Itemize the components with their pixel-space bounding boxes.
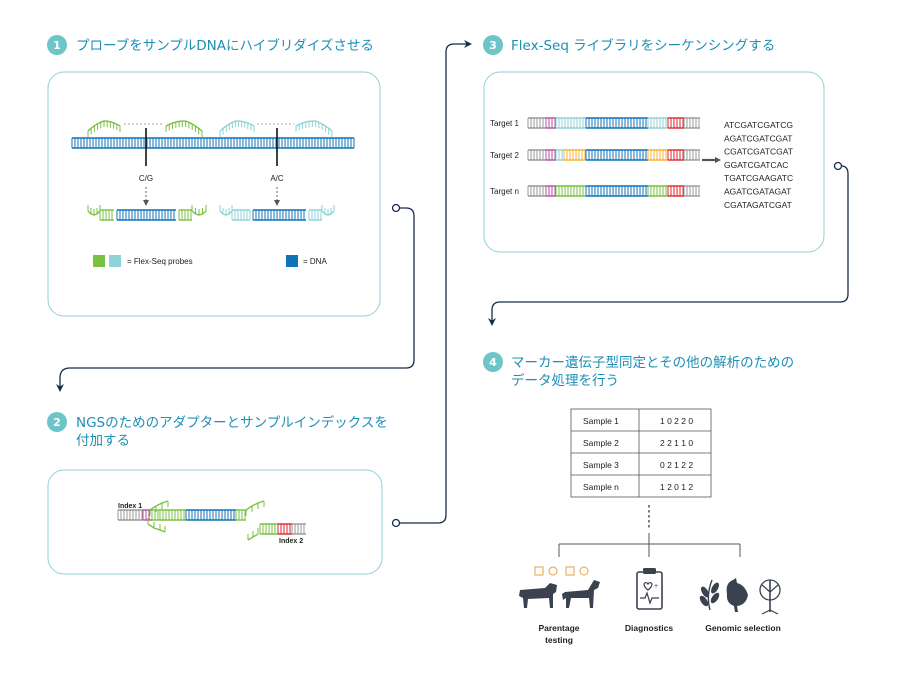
cow-horse-icon: [519, 566, 600, 608]
snp-label-right: A/C: [270, 174, 284, 183]
adapter-arm-left-top: [149, 500, 169, 516]
panel-2-box: [47, 469, 383, 575]
step-2-header: 2 NGSのためのアダプターとサンプルインデックスを 付加する: [47, 412, 388, 449]
connector-2-to-3: [391, 40, 472, 528]
target-1-read: [527, 117, 700, 129]
table-row-2-values: 2 2 1 1 0: [660, 438, 693, 448]
table-row-3-sample: Sample 3: [583, 460, 619, 470]
hybrid-left-arm-b: [191, 205, 207, 216]
target-3-label: Target n: [490, 187, 519, 196]
adapter-arm-bottom: [247, 528, 259, 541]
panel-1-content: C/G A/C = Flex-Seq probes = DNA: [71, 120, 355, 267]
legend-swatch-teal: [109, 255, 121, 267]
legend-swatch-dna: [286, 255, 298, 267]
sequence-read-7: CGATAGATCGAT: [724, 200, 792, 210]
index-1-label: Index 1: [118, 503, 142, 510]
adapter-arm-left-backbone: [147, 523, 166, 533]
app-diagnostics-label: Diagnostics: [625, 623, 673, 633]
table-row-2-sample: Sample 2: [583, 438, 619, 448]
adapter-arm-right-top: [245, 500, 265, 516]
step-1-number: 1: [53, 39, 61, 52]
svg-text:+: +: [654, 583, 658, 590]
legend-dna-label: = DNA: [303, 257, 327, 266]
probe-left-b: [165, 120, 203, 137]
step-3-header: 3 Flex-Seq ライブラリをシーケンシングする: [483, 35, 775, 55]
probe-right-a-backbone: [219, 120, 255, 132]
step-1-title: プローブをサンプルDNAにハイブリダイズさせる: [76, 37, 374, 54]
probe-right-b-backbone: [295, 120, 333, 132]
hybrid-left-arm-a: [87, 205, 101, 216]
library-fragment-top: [117, 509, 246, 521]
table-row-1-sample: Sample 1: [583, 416, 619, 426]
step-1-header: 1 プローブをサンプルDNAにハイブリダイズさせる: [47, 35, 374, 55]
step-2-title-line2: 付加する: [76, 433, 130, 449]
sequence-read-3: CGATCGATCGAT: [724, 147, 793, 157]
index-2-label: Index 2: [279, 538, 303, 545]
sequence-read-1: ATCGATCGATCG: [724, 120, 793, 130]
panel-2-content: Index 1 Index 2: [117, 500, 306, 545]
table-row-1-values: 1 0 2 2 0: [660, 416, 693, 426]
panel-3-box: [483, 71, 825, 253]
step-2-title-line1: NGSのためのアダプターとサンプルインデックスを: [76, 414, 388, 431]
table-row-4-values: 1 2 0 1 2: [660, 482, 693, 492]
probe-left-a: [87, 120, 121, 137]
connector-3-to-4: [488, 161, 849, 326]
applications-tree: [558, 505, 741, 557]
target-2-read: [527, 149, 700, 161]
library-fragment-bottom: [259, 523, 306, 535]
sequence-read-5: TGATCGAAGATC: [724, 173, 793, 183]
clipboard-icon: +: [636, 568, 663, 610]
app-genomic-selection-label: Genomic selection: [705, 623, 781, 633]
target-1-label: Target 1: [490, 119, 519, 128]
app-parentage-label-line2: testing: [545, 635, 573, 645]
app-parentage-label-line1: Parentage: [538, 623, 579, 633]
adapter-arm-right-top-backbone: [245, 500, 265, 511]
hybrid-right-arm-a: [219, 205, 233, 216]
probe-right-b: [295, 120, 333, 137]
sequence-read-4: GGATCGATCAC: [724, 160, 788, 170]
step-4-title-line2: データ処理を行う: [511, 372, 619, 389]
sequence-read-6: AGATCGATAGAT: [724, 187, 791, 197]
legend-swatch-green: [93, 255, 105, 267]
dna-strand: [71, 137, 355, 149]
target-3-read: [527, 185, 700, 197]
step-1-circle: [47, 35, 67, 55]
step-3-circle: [483, 35, 503, 55]
step-4-number: 4: [489, 356, 497, 369]
probe-left-b-backbone: [165, 120, 203, 132]
panel-1-box: [47, 71, 381, 317]
table-row-3-values: 0 2 1 2 2: [660, 460, 693, 470]
step-2-number: 2: [53, 416, 61, 429]
snp-label-left: C/G: [139, 174, 153, 183]
hybrid-left: [99, 209, 192, 221]
step-2-circle: [47, 412, 67, 432]
table-row-4-sample: Sample n: [583, 482, 619, 492]
step-4-header: 4 マーカー遺伝子型同定とその他の解析のための データ処理を行う: [483, 352, 794, 389]
probe-right-a: [219, 120, 255, 137]
step-4-title-line1: マーカー遺伝子型同定とその他の解析のための: [511, 355, 794, 371]
connector-1-to-2: [56, 203, 415, 392]
sequence-read-2: AGATCGATCGAT: [724, 133, 792, 143]
hybrid-right-arm-b: [321, 205, 335, 216]
panel-3-content: Target 1 Target 2 Target n ATCGATCGATCG AGAT…: [490, 117, 793, 210]
plant-chicken-tree-icon: [699, 578, 781, 615]
step-3-number: 3: [489, 39, 497, 52]
step-4-circle: [483, 352, 503, 372]
step-3-title: Flex-Seq ライブラリをシーケンシングする: [511, 37, 775, 54]
adapter-arm-left: [147, 518, 166, 533]
adapter-arm-left-top-backbone: [149, 500, 169, 511]
genotype-table: Sample 1 1 0 2 2 0 Sample 2 2 2 1 1 0 Sa…: [570, 408, 712, 498]
target-2-label: Target 2: [490, 151, 519, 160]
legend-probes-label: = Flex-Seq probes: [127, 257, 193, 266]
